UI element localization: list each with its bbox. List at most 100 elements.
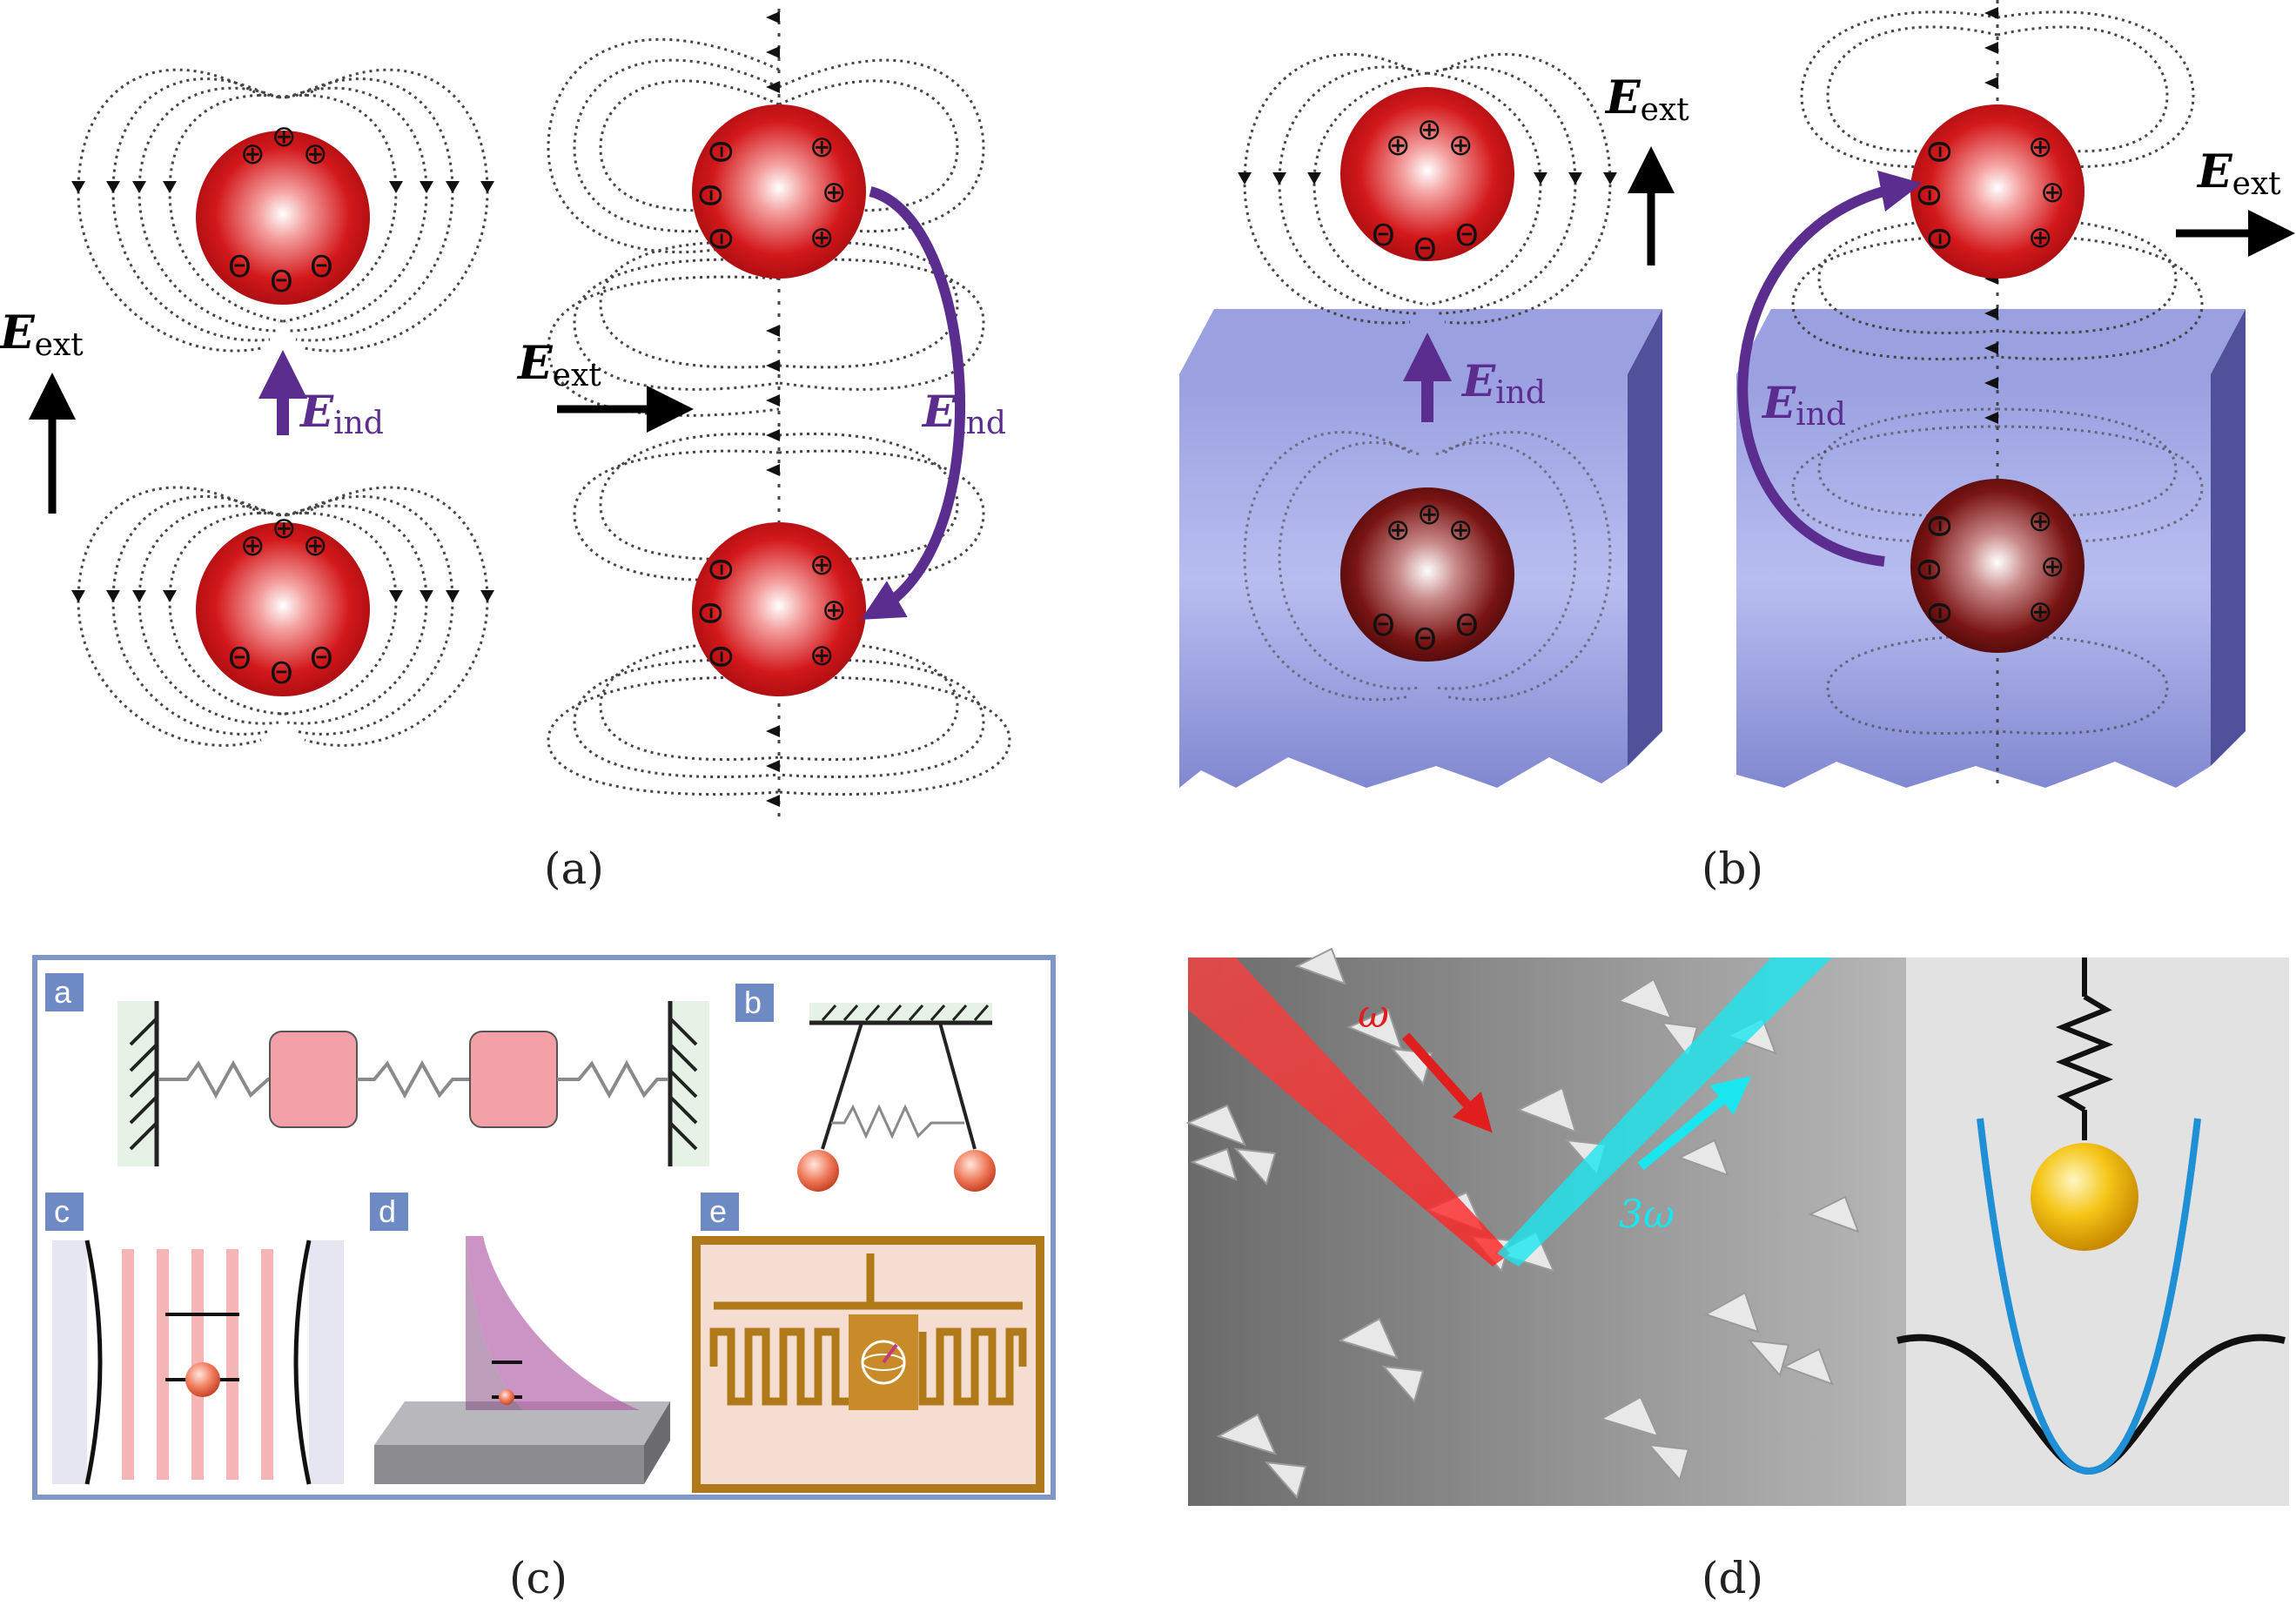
- induced-field-arc-b2: [1737, 170, 1923, 567]
- minus-charge: Θ: [702, 140, 737, 164]
- charges-b1: ⊕ ⊕ ⊕ Θ Θ Θ ⊕ ⊕ ⊕ Θ Θ Θ: [1372, 112, 1479, 657]
- minus-charge: Θ: [1455, 608, 1479, 643]
- panel-a: ⊕ ⊕ ⊕ Θ Θ Θ ⊕ ⊕ ⊕ Θ Θ Θ Eind Eext: [0, 9, 1011, 894]
- plus-charge: ⊕: [2028, 504, 2053, 539]
- plus-charge: ⊕: [240, 137, 265, 171]
- minus-charge: Θ: [1413, 622, 1437, 657]
- label-e-ind-a1: Eind: [299, 386, 384, 441]
- nanoparticle-b2: [1910, 104, 2085, 279]
- nanoparticle-a1-top: [196, 131, 370, 305]
- minus-charge: Θ: [692, 184, 727, 207]
- panel-d: ω 3ω (d): [1185, 947, 2289, 1603]
- minus-charge: Θ: [270, 656, 293, 691]
- plus-charge: ⊕: [822, 175, 847, 210]
- minus-charge: Θ: [1921, 601, 1956, 625]
- pendulum-bob-left: [797, 1150, 839, 1192]
- coupled-oscillator: [117, 1001, 709, 1166]
- label-e-ind-b2: Eind: [1761, 377, 1846, 433]
- atom-cavity: [185, 1362, 220, 1397]
- trapped-particle: [1897, 958, 2286, 1475]
- plus-charge: ⊕: [1448, 128, 1474, 163]
- plus-charge: ⊕: [1417, 112, 1442, 147]
- omega-arrow: [1401, 1032, 1493, 1133]
- spring-middle: [357, 1059, 470, 1099]
- label-e-ind-b1: Eind: [1460, 355, 1546, 411]
- label-e-ext-b2: Eext: [2196, 145, 2281, 202]
- caption-d: (d): [1702, 1553, 1763, 1603]
- minus-charge: Θ: [228, 250, 252, 285]
- charges-b2: Θ Θ Θ ⊕ ⊕ ⊕ Θ Θ Θ ⊕ ⊕ ⊕: [1910, 130, 2065, 629]
- nanoparticle-b1: [1340, 87, 1514, 261]
- plus-charge: ⊕: [809, 220, 835, 255]
- minus-charge: Θ: [1921, 514, 1956, 538]
- nanoparticle-a2-bottom: [692, 522, 866, 696]
- field-arrows-a-left: [71, 181, 494, 602]
- superconducting-circuit: [692, 1236, 1044, 1493]
- caption-c: (c): [509, 1553, 567, 1603]
- minus-charge: Θ: [1372, 218, 1395, 253]
- minus-charge: Θ: [702, 645, 737, 669]
- plus-charge: ⊕: [240, 528, 265, 563]
- potential-parabola: [1977, 1118, 2201, 1475]
- tile-e: [701, 1193, 739, 1231]
- tile-d-label: d: [379, 1193, 396, 1229]
- plus-charge: ⊕: [1386, 128, 1411, 163]
- plus-charge: ⊕: [2028, 595, 2053, 629]
- plus-charge: ⊕: [809, 130, 835, 165]
- field-arrows-b1: [1238, 172, 1617, 185]
- minus-charge: Θ: [1372, 608, 1395, 643]
- label-e-ext-a1: Eext: [0, 306, 84, 363]
- tile-a-label: a: [54, 974, 72, 1010]
- minus-charge: Θ: [692, 601, 727, 625]
- tile-b: [735, 984, 774, 1022]
- minus-charge: Θ: [702, 558, 737, 581]
- atom-cantilever: [499, 1389, 514, 1405]
- plus-charge: ⊕: [2040, 175, 2065, 210]
- plus-charge: ⊕: [2028, 130, 2053, 165]
- plus-charge: ⊕: [272, 511, 297, 546]
- spring-right: [557, 1059, 668, 1099]
- charges-a1: ⊕ ⊕ ⊕ Θ Θ Θ ⊕ ⊕ ⊕ Θ Θ Θ: [228, 119, 333, 691]
- tile-d: [370, 1193, 408, 1231]
- nanoparticle-a2-top: [692, 104, 866, 279]
- tile-c-label: c: [54, 1193, 70, 1229]
- plus-charge: ⊕: [1386, 513, 1411, 548]
- nanoparticle-a1-bottom: [196, 522, 370, 696]
- label-e-ind-a2: Eind: [921, 386, 1006, 441]
- minus-charge: Θ: [1921, 140, 1956, 164]
- red-beam: [1188, 958, 1510, 1267]
- mass-1: [269, 1031, 358, 1128]
- mirror-image-b1: [1340, 487, 1514, 662]
- minus-charge: Θ: [270, 265, 293, 299]
- induced-field-arc-a2: [861, 186, 966, 620]
- cantilever-resonator: [374, 1236, 670, 1484]
- minus-charge: Θ: [702, 227, 737, 251]
- mass-2: [469, 1031, 558, 1128]
- three-omega-arrow: [1637, 1076, 1752, 1171]
- plus-charge: ⊕: [2040, 549, 2065, 584]
- minus-charge: Θ: [310, 642, 333, 676]
- tile-e-label: e: [709, 1193, 727, 1229]
- plus-charge: ⊕: [809, 548, 835, 582]
- field-arrows-a-right: [766, 11, 780, 807]
- minus-charge: Θ: [1910, 184, 1945, 207]
- minus-charge: Θ: [1921, 227, 1956, 251]
- minus-charge: Θ: [228, 642, 252, 676]
- plus-charge: ⊕: [809, 638, 835, 673]
- plus-charge: ⊕: [272, 119, 297, 154]
- minus-charge: Θ: [1413, 232, 1437, 267]
- optical-cavity: [52, 1240, 344, 1485]
- minus-charge: Θ: [1910, 558, 1945, 581]
- caption-b: (b): [1702, 843, 1763, 894]
- minus-charge: Θ: [310, 250, 333, 285]
- pendulum-bob-right: [954, 1150, 996, 1192]
- charges-a2: Θ Θ Θ ⊕ ⊕ ⊕ Θ Θ Θ ⊕ ⊕ ⊕: [692, 130, 847, 673]
- mirror-image-b2: [1910, 479, 2085, 653]
- label-e-ext-b1: Eext: [1604, 71, 1689, 128]
- tile-a: [45, 973, 84, 1011]
- trap-spring: [2055, 994, 2114, 1112]
- label-e-ext-a2: Eext: [516, 337, 601, 393]
- tile-b-label: b: [744, 984, 762, 1020]
- plus-charge: ⊕: [1417, 497, 1442, 532]
